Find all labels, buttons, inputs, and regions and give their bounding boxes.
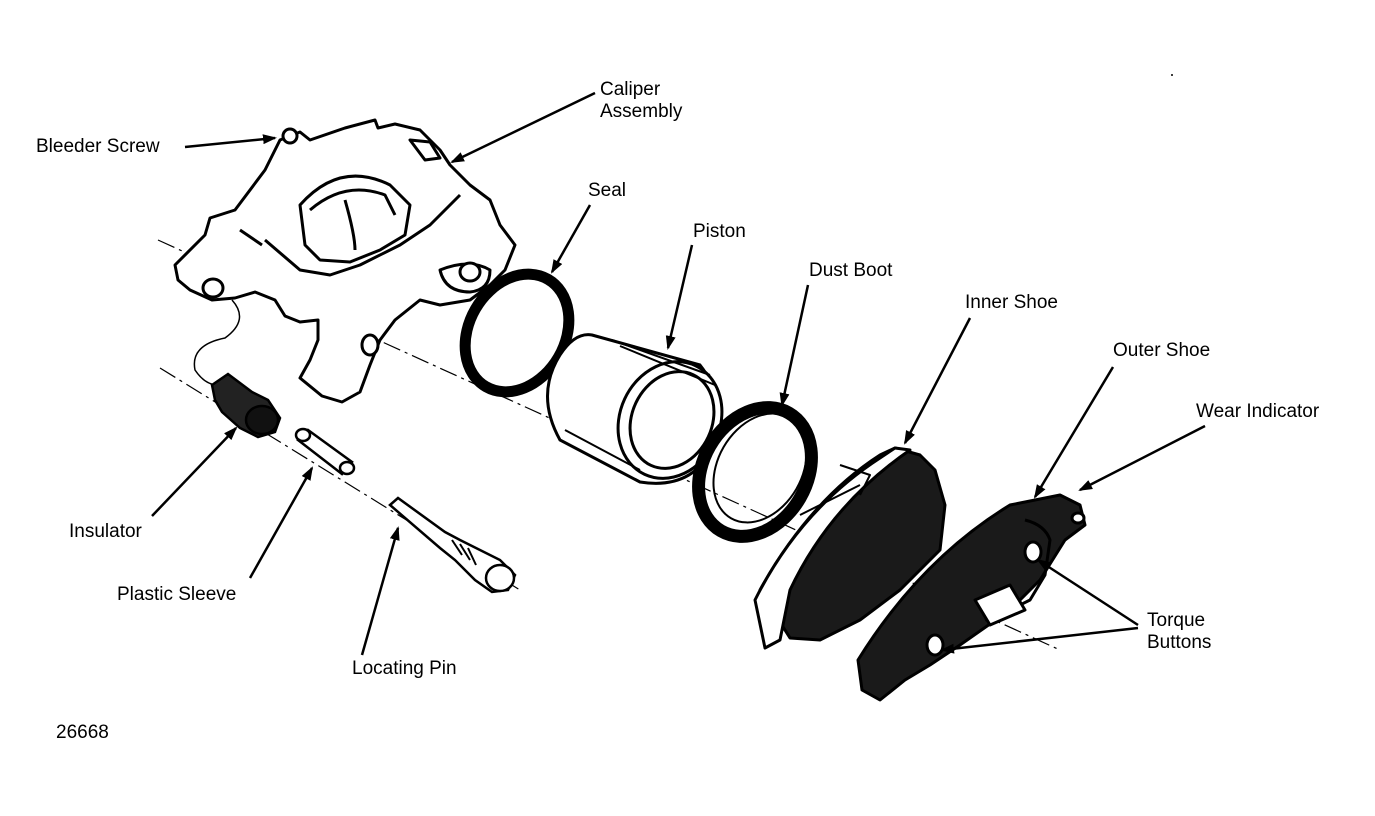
label-inner-shoe: Inner Shoe bbox=[965, 292, 1058, 313]
arrow-insulator bbox=[151, 426, 238, 517]
label-insulator: Insulator bbox=[69, 521, 142, 542]
label-bleeder-screw: Bleeder Screw bbox=[36, 136, 160, 157]
label-caliper-assembly-line2: Assembly bbox=[600, 101, 683, 122]
locating-pin-part bbox=[388, 496, 517, 594]
arrow-piston bbox=[665, 244, 694, 350]
outer-shoe-part bbox=[856, 493, 1087, 702]
label-torque-buttons-line1: Torque bbox=[1147, 610, 1206, 631]
piston-part bbox=[546, 333, 724, 485]
arrow-locating-pin bbox=[360, 526, 400, 656]
label-seal: Seal bbox=[588, 180, 627, 201]
arrow-inner-shoe bbox=[903, 317, 972, 445]
arrow-seal bbox=[550, 204, 592, 274]
arrow-plastic-sleeve bbox=[248, 466, 314, 579]
arrow-dust-boot bbox=[779, 284, 810, 407]
label-wear-indicator: Wear Indicator bbox=[1196, 401, 1320, 422]
label-outer-shoe: Outer Shoe bbox=[1113, 340, 1211, 361]
label-dust-boot: Dust Boot bbox=[809, 260, 893, 281]
leader-arrows bbox=[151, 91, 1206, 656]
insulator-tether-wire bbox=[193, 299, 241, 386]
arrow-outer-shoe bbox=[1033, 366, 1115, 499]
arrow-caliper-assembly bbox=[450, 91, 596, 164]
arrow-torque-buttons-upper bbox=[1036, 558, 1139, 627]
caliper-assembly bbox=[173, 118, 517, 404]
inner-shoe-part bbox=[753, 446, 947, 650]
dust-boot-part bbox=[692, 401, 818, 543]
label-torque-buttons-line2: Buttons bbox=[1147, 632, 1212, 653]
insulator-part bbox=[210, 372, 282, 439]
label-caliper-assembly-line1: Caliper bbox=[600, 79, 661, 100]
plastic-sleeve-part bbox=[294, 427, 356, 476]
label-locating-pin: Locating Pin bbox=[352, 658, 457, 679]
figure-number: 26668 bbox=[56, 722, 109, 743]
label-piston: Piston bbox=[693, 221, 746, 242]
arrow-bleeder-screw bbox=[184, 134, 277, 149]
label-plastic-sleeve: Plastic Sleeve bbox=[117, 584, 237, 605]
arrow-wear-indicator bbox=[1078, 424, 1206, 492]
speck-mark bbox=[1171, 74, 1173, 76]
arrow-torque-buttons-lower bbox=[940, 626, 1139, 654]
